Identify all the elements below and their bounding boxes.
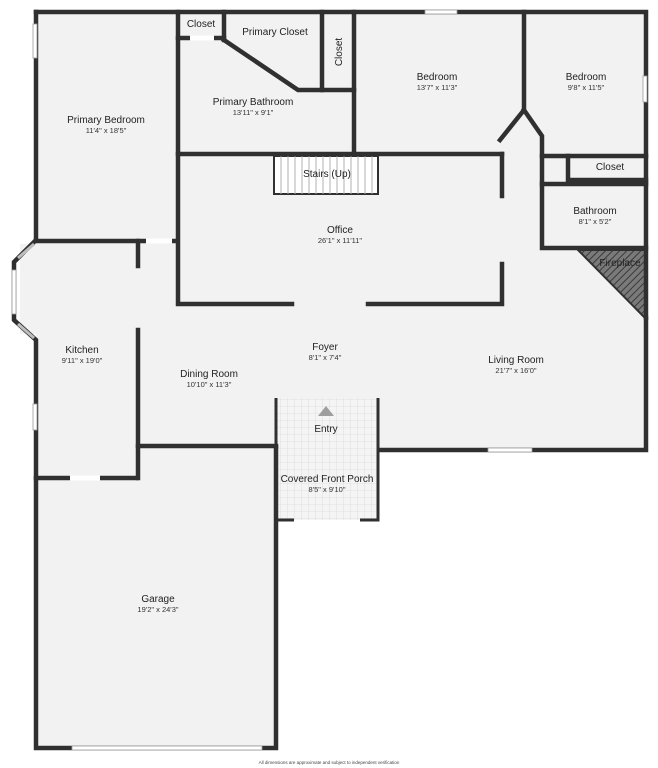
bathroom-dims: 8'1" x 5'2" <box>579 217 612 226</box>
bedroom-3-dims: 9'8" x 11'5" <box>568 83 605 92</box>
fireplace-label: Fireplace <box>599 258 641 269</box>
living-room-label: Living Room <box>488 355 544 366</box>
living-room-dims: 21'7" x 16'0" <box>495 366 536 375</box>
door-openings <box>70 35 214 481</box>
primary-closet-label: Primary Closet <box>242 27 308 38</box>
bedroom-2-dims: 13'7" x 11'3" <box>417 83 458 92</box>
hall-closet-top-label: Closet <box>334 38 345 67</box>
kitchen-dims: 9'11" x 19'0" <box>62 356 103 365</box>
entry-arrow-icon <box>318 406 334 416</box>
closet-right-label: Closet <box>596 162 625 173</box>
garage-label: Garage <box>141 594 175 605</box>
primary-bathroom-label: Primary Bathroom <box>213 97 294 108</box>
covered-front-porch-label: Covered Front Porch <box>281 474 374 485</box>
covered-front-porch-dims: 8'5" x 9'10" <box>309 485 346 494</box>
entry-label: Entry <box>314 424 337 435</box>
stairs-treads <box>273 155 379 195</box>
bedroom-3-label: Bedroom <box>566 72 607 83</box>
disclaimer-text: All dimensions are approximate and subje… <box>259 760 400 765</box>
primary-bedroom-label: Primary Bedroom <box>67 115 145 126</box>
dining-room-dims: 10'10" x 11'3" <box>187 380 232 389</box>
foyer-label: Foyer <box>312 342 338 353</box>
bedroom-2-label: Bedroom <box>417 72 458 83</box>
office-label: Office <box>327 225 353 236</box>
stairs-label: Stairs (Up) <box>303 169 351 180</box>
windows <box>11 9 648 751</box>
office-dims: 26'1" x 11'11" <box>318 236 363 245</box>
porch-tile-floor <box>277 398 378 520</box>
bathroom-label: Bathroom <box>573 206 616 217</box>
garage-dims: 19'2" x 24'3" <box>137 605 178 614</box>
dining-room-label: Dining Room <box>180 369 238 380</box>
primary-bathroom-dims: 13'11" x 9'1" <box>233 108 274 117</box>
primary-closet-small-label: Closet <box>187 19 216 30</box>
foyer-dims: 8'1" x 7'4" <box>309 353 342 362</box>
primary-bedroom-dims: 11'4" x 18'5" <box>86 126 127 135</box>
kitchen-label: Kitchen <box>65 345 98 356</box>
